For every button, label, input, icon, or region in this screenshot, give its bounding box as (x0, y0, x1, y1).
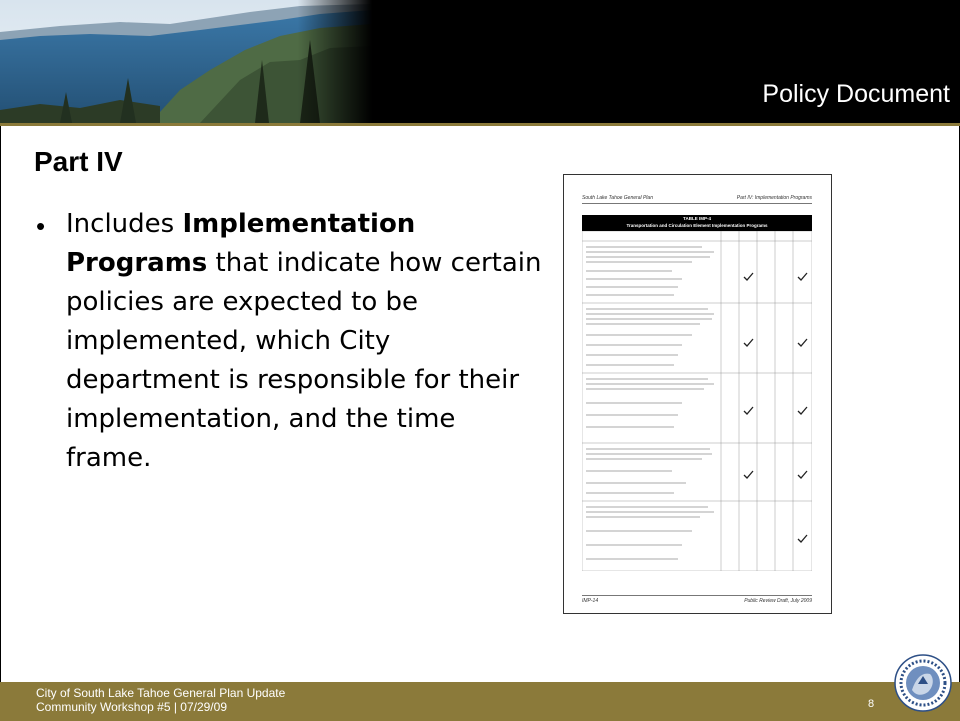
footer-text: City of South Lake Tahoe General Plan Up… (36, 686, 285, 714)
page-number: 8 (868, 698, 875, 710)
bullet-item: • Includes Implementation Programs that … (34, 205, 544, 478)
city-seal-icon (894, 654, 952, 712)
bullet-dot-icon: • (36, 211, 46, 241)
doc-table-title-bar: TABLE IMP-4 Transportation and Circulati… (582, 215, 812, 231)
bullet-text-tail: that indicate how certain policies are e… (66, 248, 542, 473)
bullet-text-lead: Includes (66, 209, 183, 239)
header-divider (0, 123, 960, 126)
policy-document-thumbnail: South Lake Tahoe General Plan Part IV: I… (563, 174, 832, 614)
bullet-text-bold: Implementation Programs (66, 209, 416, 278)
doc-footer-right: Public Review Draft, July 2009 (744, 598, 812, 604)
doc-table-title: TABLE IMP-4 (683, 216, 711, 221)
doc-table-subtitle: Transportation and Circulation Element I… (626, 223, 768, 229)
footer-line-1: City of South Lake Tahoe General Plan Up… (36, 686, 286, 700)
doc-footer-left: IMP-14 (582, 598, 599, 604)
doc-header-right: Part IV: Implementation Programs (736, 195, 812, 201)
header-title: Policy Document (762, 80, 950, 108)
part-heading: Part IV (34, 146, 123, 177)
doc-footer: IMP-14 Public Review Draft, July 2009 (582, 595, 812, 604)
lake-mountain-photo (0, 0, 372, 123)
bullet-text: Includes Implementation Programs that in… (66, 205, 544, 478)
footer-bar (0, 682, 960, 721)
doc-table-graphic (582, 231, 812, 571)
header-bar: Policy Document (0, 0, 960, 123)
doc-header-left: South Lake Tahoe General Plan (582, 195, 653, 201)
footer-line-2: Community Workshop #5 | 07/29/09 (36, 700, 227, 714)
doc-header: South Lake Tahoe General Plan Part IV: I… (582, 195, 812, 204)
